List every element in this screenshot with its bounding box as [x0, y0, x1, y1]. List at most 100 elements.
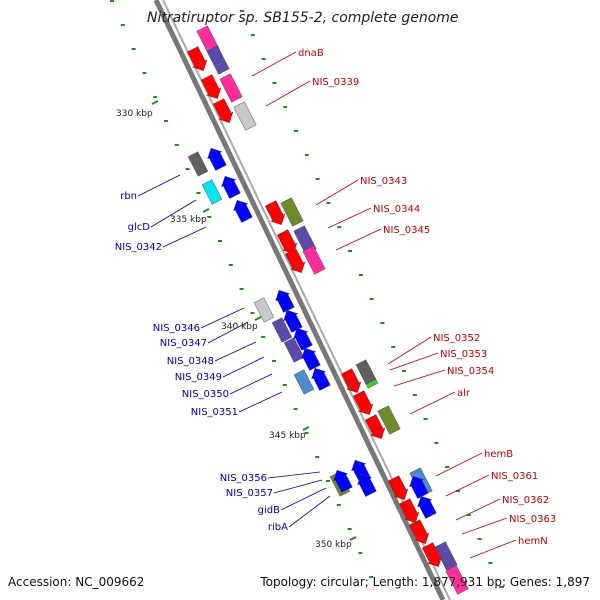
- gene-label[interactable]: NIS_0362: [502, 495, 549, 506]
- minor-tick: [228, 264, 233, 266]
- reverse-gene-arrow: [207, 147, 227, 171]
- leader-line: [200, 307, 245, 329]
- leader-line: [387, 336, 432, 365]
- gene-label[interactable]: alr: [457, 388, 471, 399]
- gene-label[interactable]: NIS_0344: [373, 204, 420, 215]
- minor-tick: [293, 408, 298, 410]
- leader-line: [389, 352, 439, 371]
- gene-label[interactable]: gidB: [258, 505, 280, 516]
- leader-line: [222, 356, 265, 378]
- gene-label[interactable]: NIS_0346: [153, 323, 200, 334]
- minor-tick: [326, 202, 331, 204]
- reverse-gene-arrow: [409, 475, 429, 499]
- gene-label[interactable]: glcD: [128, 222, 151, 233]
- leader-line: [455, 498, 501, 521]
- reverse-gene-arrow: [333, 469, 353, 493]
- gene-label[interactable]: NIS_0343: [360, 176, 407, 187]
- minor-tick: [315, 178, 320, 180]
- gene-label[interactable]: rbn: [120, 191, 137, 202]
- minor-tick: [218, 240, 222, 242]
- cog-category-block: [377, 405, 401, 435]
- cog-category-block: [302, 245, 326, 275]
- minor-tick: [434, 442, 439, 444]
- leader-line: [327, 207, 372, 229]
- major-tick: [202, 208, 210, 213]
- gene-label[interactable]: NIS_0345: [383, 225, 430, 236]
- leader-line: [393, 369, 446, 387]
- gene-label[interactable]: NIS_0347: [160, 338, 207, 349]
- gene-label[interactable]: NIS_0361: [491, 471, 538, 482]
- gene-label[interactable]: NIS_0357: [226, 488, 273, 499]
- minor-tick: [391, 346, 396, 348]
- minor-tick: [336, 504, 341, 506]
- minor-tick: [326, 480, 330, 482]
- major-tick: [302, 426, 310, 431]
- cog-category-block: [219, 73, 243, 103]
- major-tick: [349, 536, 357, 541]
- gene-label[interactable]: NIS_0353: [440, 349, 487, 360]
- minor-tick: [153, 96, 158, 98]
- gene-label[interactable]: NIS_0349: [175, 372, 222, 383]
- scale-tick-labels: 330 kbp 335 kbp 340 kbp 345 kbp 350 kbp: [116, 109, 352, 550]
- cog-category-block: [283, 337, 305, 363]
- minor-tick: [304, 154, 309, 156]
- gene-label[interactable]: NIS_0363: [509, 514, 556, 525]
- gene-label[interactable]: hemN: [518, 536, 548, 547]
- gene-label[interactable]: NIS_0352: [433, 333, 480, 344]
- reverse-gene-arrow: [221, 175, 241, 199]
- forward-gene-arrow: [421, 542, 443, 567]
- minor-tick: [488, 562, 493, 564]
- cog-category-block: [201, 179, 223, 205]
- minor-tick: [337, 226, 342, 228]
- gene-label[interactable]: NIS_0350: [182, 389, 229, 400]
- minor-tick: [282, 384, 287, 386]
- gene-label[interactable]: dnaB: [298, 48, 324, 59]
- forward-gene-arrow: [200, 74, 222, 99]
- reverse-gene-arrow: [293, 327, 313, 351]
- minor-tick: [185, 168, 190, 170]
- reverse-gene-arrow: [357, 473, 377, 497]
- minor-tick: [412, 394, 417, 396]
- cog-category-block: [355, 359, 377, 385]
- forward-gene-arrow: [346, 377, 358, 389]
- leader-line: [238, 391, 283, 413]
- minor-tick: [261, 336, 266, 338]
- forward-gene-arrow: [398, 498, 420, 523]
- minor-tick: [304, 432, 309, 434]
- forward-gene-arrow: [276, 229, 298, 254]
- gene-label[interactable]: NIS_0339: [312, 77, 359, 88]
- gene-label[interactable]: NIS_0354: [447, 366, 494, 377]
- leader-line: [288, 495, 331, 528]
- leader-line: [409, 391, 456, 415]
- minor-tick: [110, 0, 114, 2]
- leader-line: [469, 539, 517, 559]
- forward-gene-arrow: [387, 475, 409, 500]
- minor-tick: [142, 72, 147, 74]
- minor-tick: [196, 192, 201, 194]
- minor-tick: [207, 216, 212, 218]
- cog-category-block: [445, 565, 469, 595]
- gene-label[interactable]: ribA: [268, 522, 288, 533]
- cog-category-block: [271, 317, 293, 343]
- minor-tick: [272, 82, 277, 84]
- minor-tick: [369, 576, 374, 578]
- minor-tick: [315, 456, 320, 458]
- minor-tick: [380, 322, 385, 324]
- major-tick: [254, 316, 262, 321]
- gene-label[interactable]: hemB: [484, 449, 513, 460]
- tick-label: 345 kbp: [269, 431, 306, 441]
- minor-tick: [120, 24, 125, 26]
- tick-label: 335 kbp: [170, 215, 207, 225]
- gene-label[interactable]: NIS_0342: [115, 242, 162, 253]
- gene-label[interactable]: NIS_0351: [191, 407, 238, 418]
- map-title: Nitratiruptor sp. SB155-2, complete geno…: [147, 10, 459, 26]
- cog-category-block: [280, 197, 304, 227]
- gene-label[interactable]: NIS_0348: [167, 356, 214, 367]
- gene-label[interactable]: NIS_0356: [220, 473, 267, 484]
- minor-tick: [445, 466, 450, 468]
- leader-line: [251, 51, 297, 77]
- reverse-gene-arrow: [275, 289, 295, 313]
- leader-line: [273, 479, 323, 494]
- leader-line: [214, 341, 257, 362]
- accession-text: Accession: NC_009662: [8, 575, 144, 589]
